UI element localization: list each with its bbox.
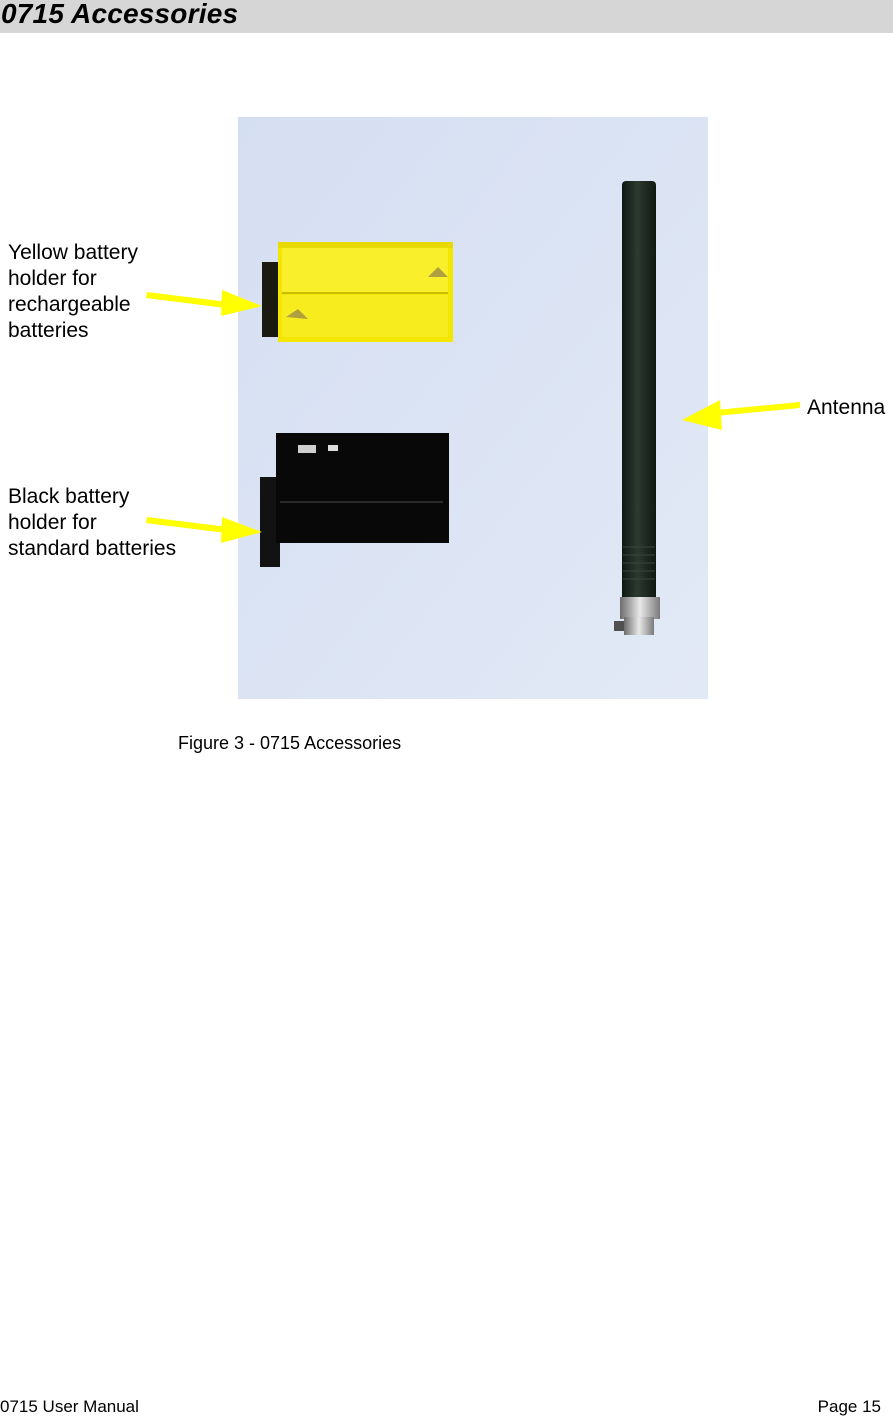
accessories-photo bbox=[238, 117, 708, 699]
section-title: 0715 Accessories bbox=[1, 0, 239, 29]
label-black-battery-holder: Black battery holder for standard batter… bbox=[8, 485, 177, 560]
figure-caption: Figure 3 - 0715 Accessories bbox=[178, 733, 402, 753]
footer-page-number: Page 15 bbox=[817, 1397, 881, 1416]
label-yellow-battery-holder: Yellow battery holder for rechargeable b… bbox=[8, 241, 138, 342]
yellow-battery-holder bbox=[262, 242, 453, 342]
footer-manual-title: 0715 User Manual bbox=[0, 1397, 139, 1416]
accessories-photo-illustration bbox=[238, 117, 708, 699]
black-battery-holder bbox=[260, 433, 449, 567]
section-header-bar: 0715 Accessories bbox=[0, 0, 893, 33]
label-antenna: Antenna bbox=[807, 396, 886, 419]
antenna-item bbox=[614, 181, 660, 635]
